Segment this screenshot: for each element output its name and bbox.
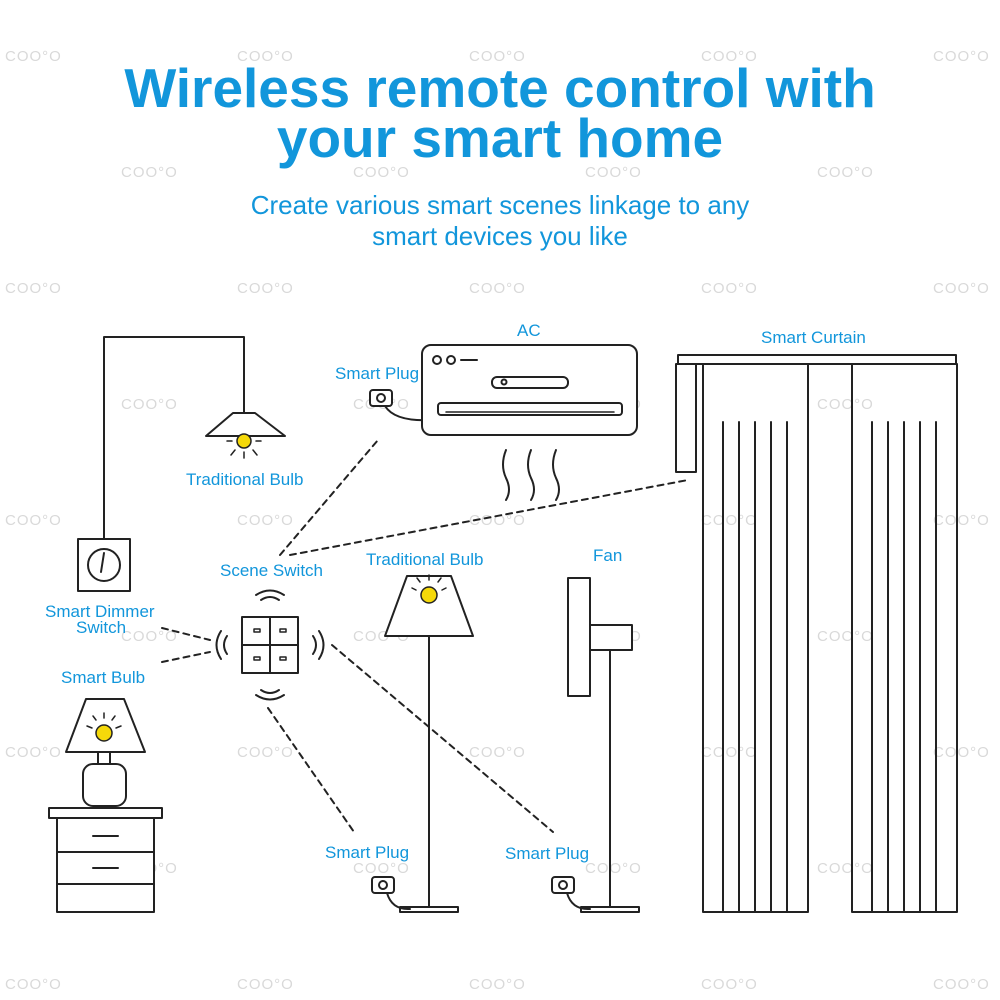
watermark-text: COO°O [5, 48, 62, 65]
ac-label: AC [517, 321, 541, 340]
watermark-text: COO°O [933, 280, 990, 297]
connection-lines [161, 439, 689, 833]
smart-plug-bottom-left-icon [371, 876, 411, 911]
watermark-text: COO°O [817, 164, 874, 181]
watermark-text: COO°O [701, 280, 758, 297]
subtitle-line1: Create various smart scenes linkage to a… [250, 190, 750, 220]
smart-plug-bottom-right-label: Smart Plug [505, 844, 590, 863]
watermark-text: COO°O [701, 976, 758, 993]
smart-dimmer-switch-icon [77, 538, 131, 592]
watermark-text: COO°O [817, 396, 874, 413]
watermark-text: COO°O [469, 512, 526, 529]
smart-plug-top-icon [369, 389, 433, 422]
page-title-line1: Wireless remote control with [124, 57, 876, 119]
watermark-text: COO°O [237, 744, 294, 761]
watermark-text: COO°O [933, 744, 990, 761]
fan-icon [567, 577, 640, 913]
watermark-text: COO°O [701, 744, 758, 761]
watermark-text: COO°O [469, 280, 526, 297]
table-lamp-icon [65, 698, 146, 807]
smart-dimmer-label-line1: Smart Dimmer [45, 602, 155, 621]
watermark-text: COO°O [237, 976, 294, 993]
traditional-bulb-floor-label: Traditional Bulb [366, 550, 484, 569]
watermark-text: COO°O [817, 628, 874, 645]
ac-unit-icon [421, 344, 638, 501]
ceiling-lamp-icon [205, 412, 286, 459]
smart-curtain-icon [675, 354, 958, 913]
watermark-text: COO°O [5, 744, 62, 761]
smart-plug-bottom-left-label: Smart Plug [325, 843, 410, 862]
watermark-text: COO°O [933, 976, 990, 993]
watermark-text: COO°O [237, 48, 294, 65]
floor-lamp-icon [384, 574, 474, 913]
scene-switch-label: Scene Switch [220, 561, 323, 580]
watermark-text: COO°O [817, 860, 874, 877]
ceiling-wire [103, 336, 245, 541]
page-title-line2: your smart home [276, 107, 724, 169]
watermark-text: COO°O [5, 512, 62, 529]
watermark-text: COO°O [237, 280, 294, 297]
watermark-text: COO°O [469, 48, 526, 65]
watermark-text: COO°O [585, 860, 642, 877]
watermark-text: COO°O [353, 860, 410, 877]
watermark-text: COO°O [933, 48, 990, 65]
watermark-text: COO°O [469, 744, 526, 761]
subtitle-line2: smart devices you like [372, 221, 628, 251]
watermark-text: COO°O [585, 164, 642, 181]
watermark-text: COO°O [933, 512, 990, 529]
fan-label: Fan [593, 546, 623, 565]
smart-dimmer-label-line2: Switch [76, 618, 127, 637]
watermark-text: COO°O [469, 976, 526, 993]
watermark-text: COO°O [121, 164, 178, 181]
scene-switch-icon [241, 616, 299, 674]
smart-bulb-label: Smart Bulb [61, 668, 146, 687]
watermark-text: COO°O [701, 512, 758, 529]
smart-curtain-label: Smart Curtain [761, 328, 866, 347]
watermark-text: COO°O [5, 976, 62, 993]
watermark-text: COO°O [237, 512, 294, 529]
smart-plug-bottom-right-icon [551, 876, 591, 911]
traditional-bulb-ceiling-label: Traditional Bulb [186, 470, 304, 489]
watermark-text: COO°O [121, 628, 178, 645]
watermark-text: COO°O [353, 164, 410, 181]
wireless-signal-icon [215, 589, 325, 701]
nightstand-icon [48, 807, 163, 913]
smart-plug-top-label: Smart Plug [335, 364, 420, 383]
watermark-text: COO°O [701, 48, 758, 65]
watermark-text: COO°O [121, 396, 178, 413]
watermark-text: COO°O [5, 280, 62, 297]
